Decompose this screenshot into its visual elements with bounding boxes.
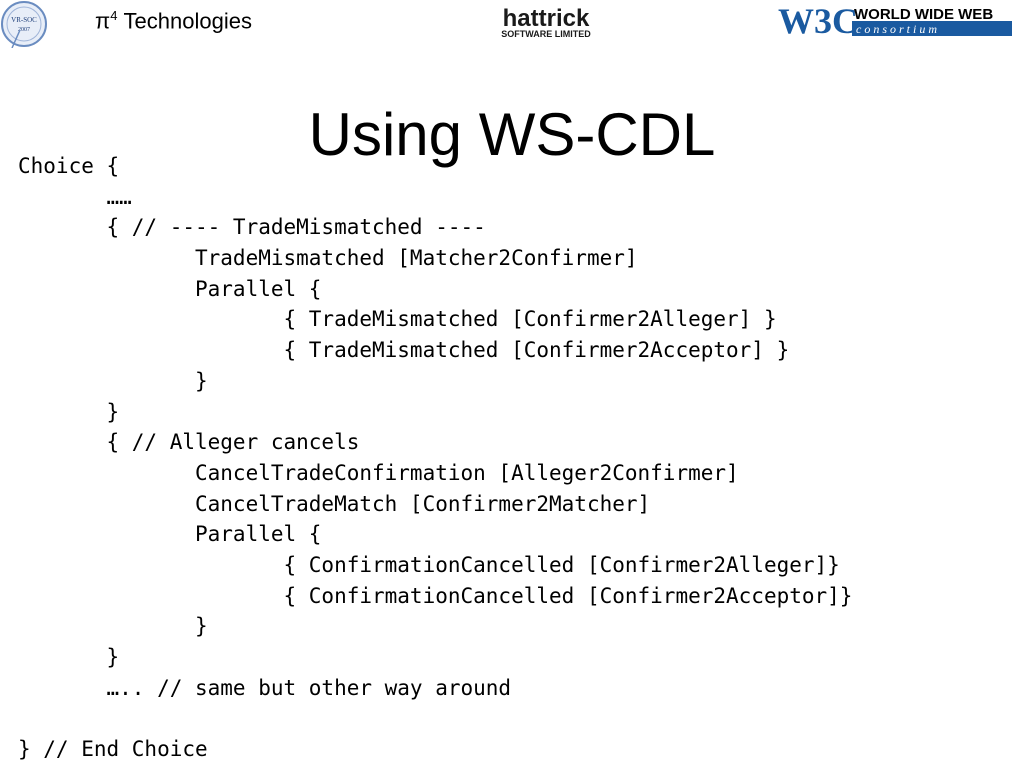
w3c-logo-line1: WORLD WIDE WEB <box>854 6 993 23</box>
code-line: { // Alleger cancels <box>18 430 360 455</box>
hattrick-logo-sub: SOFTWARE LIMITED <box>501 29 591 39</box>
code-line: …… <box>18 184 132 209</box>
hattrick-logo-main: hattrick <box>503 5 590 32</box>
code-line: TradeMismatched [Matcher2Confirmer] <box>18 246 638 271</box>
code-line: } <box>18 399 120 424</box>
code-line: } // End Choice <box>18 737 208 762</box>
w3c-logo: W3C WORLD WIDE WEB c o n s o r t i u m <box>778 1 1012 40</box>
seal-text-top: VR-SOC <box>11 16 37 24</box>
slide-title: Using WS-CDL <box>308 101 716 168</box>
company-name: π4 Technologies <box>95 8 252 34</box>
code-line: Choice { <box>18 154 120 178</box>
code-line: { // ---- TradeMismatched ---- <box>18 215 486 240</box>
code-line <box>18 703 852 734</box>
code-line: { ConfirmationCancelled [Confirmer2Alleg… <box>18 552 840 577</box>
code-line: { ConfirmationCancelled [Confirmer2Accep… <box>18 583 853 608</box>
code-line: { TradeMismatched [Confirmer2Acceptor] } <box>18 338 790 363</box>
code-line: } <box>18 614 208 639</box>
code-block: Choice { …… { // ---- TradeMismatched --… <box>18 151 852 765</box>
w3c-logo-mark: W3C <box>778 1 858 40</box>
code-line: CancelTradeMatch [Confirmer2Matcher] <box>18 491 651 516</box>
hattrick-logo: hattrick SOFTWARE LIMITED <box>501 5 591 39</box>
code-line: Parallel { <box>18 522 322 547</box>
code-line: Parallel { <box>18 276 322 301</box>
seal-text-bottom: 2007 <box>18 27 30 33</box>
slide-header: VR-SOC 2007 π4 Technologies hattrick SOF… <box>0 0 1024 60</box>
code-line: ….. // same but other way around <box>18 675 512 700</box>
code-line: { TradeMismatched [Confirmer2Alleger] } <box>18 307 777 332</box>
w3c-logo-line2: c o n s o r t i u m <box>856 22 937 36</box>
vr-soc-seal-logo: VR-SOC 2007 <box>1 1 47 48</box>
code-line: CancelTradeConfirmation [Alleger2Confirm… <box>18 460 739 485</box>
code-line: } <box>18 645 120 669</box>
code-line: } <box>18 368 208 393</box>
